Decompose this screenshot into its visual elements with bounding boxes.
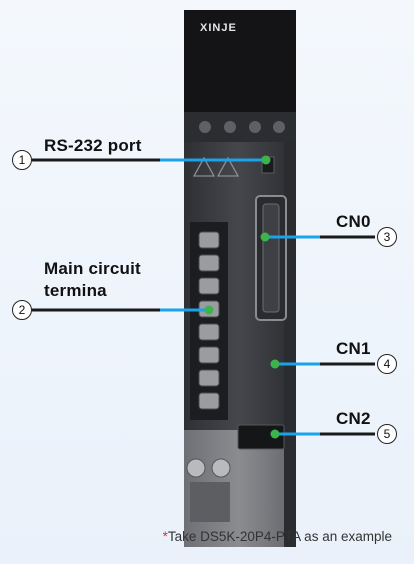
callout-label-3: CN0 [336,212,371,231]
callout-label-2: Main circuit termina [44,259,141,300]
brand-logo: XINJE [200,22,237,34]
top-cover [184,10,296,118]
leader-dot-1 [261,155,271,165]
leader-dot-2 [204,305,214,315]
callout-number-2: 2 [12,300,32,320]
callout-label-4: CN1 [336,339,371,358]
leader-dot-5 [270,429,280,439]
indicator-led [199,121,211,133]
footnote: *Take DS5K-20P4-PTA as an example [0,529,414,544]
callout-label-1: RS-232 port [44,136,142,155]
indicator-led [273,121,285,133]
callout-number-4: 4 [377,354,397,374]
footnote-marker: * [162,529,168,544]
callout-number-3: 3 [377,227,397,247]
footnote-text: Take DS5K-20P4-PTA as an example [167,529,392,544]
callout-number-1: 1 [12,150,32,170]
terminal-screws [198,231,220,410]
indicator-led [224,121,236,133]
terminal-block [190,222,228,420]
leader-dot-3 [260,232,270,242]
ground-screw [211,458,231,478]
callout-label-5: CN2 [336,409,371,428]
callout-number-5: 5 [377,424,397,444]
warning-icon [192,156,216,177]
ground-screw [186,458,206,478]
warning-icon [216,156,240,177]
indicator-led [249,121,261,133]
leader-dot-4 [270,359,280,369]
